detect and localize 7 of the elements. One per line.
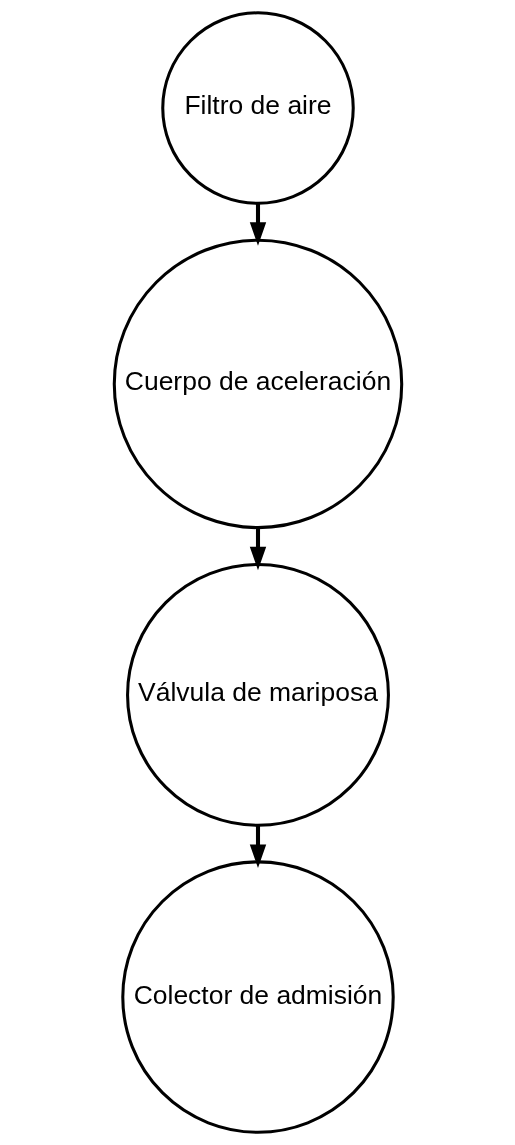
arrow [249,203,266,246]
arrow [249,528,266,571]
node-circle: Válvula de mariposa [125,562,390,827]
arrow [249,825,266,868]
node-circle: Cuerpo de aceleración [112,238,403,530]
node-circle: Filtro de aire [160,11,355,205]
node-circle: Colector de admisión [120,860,395,1134]
